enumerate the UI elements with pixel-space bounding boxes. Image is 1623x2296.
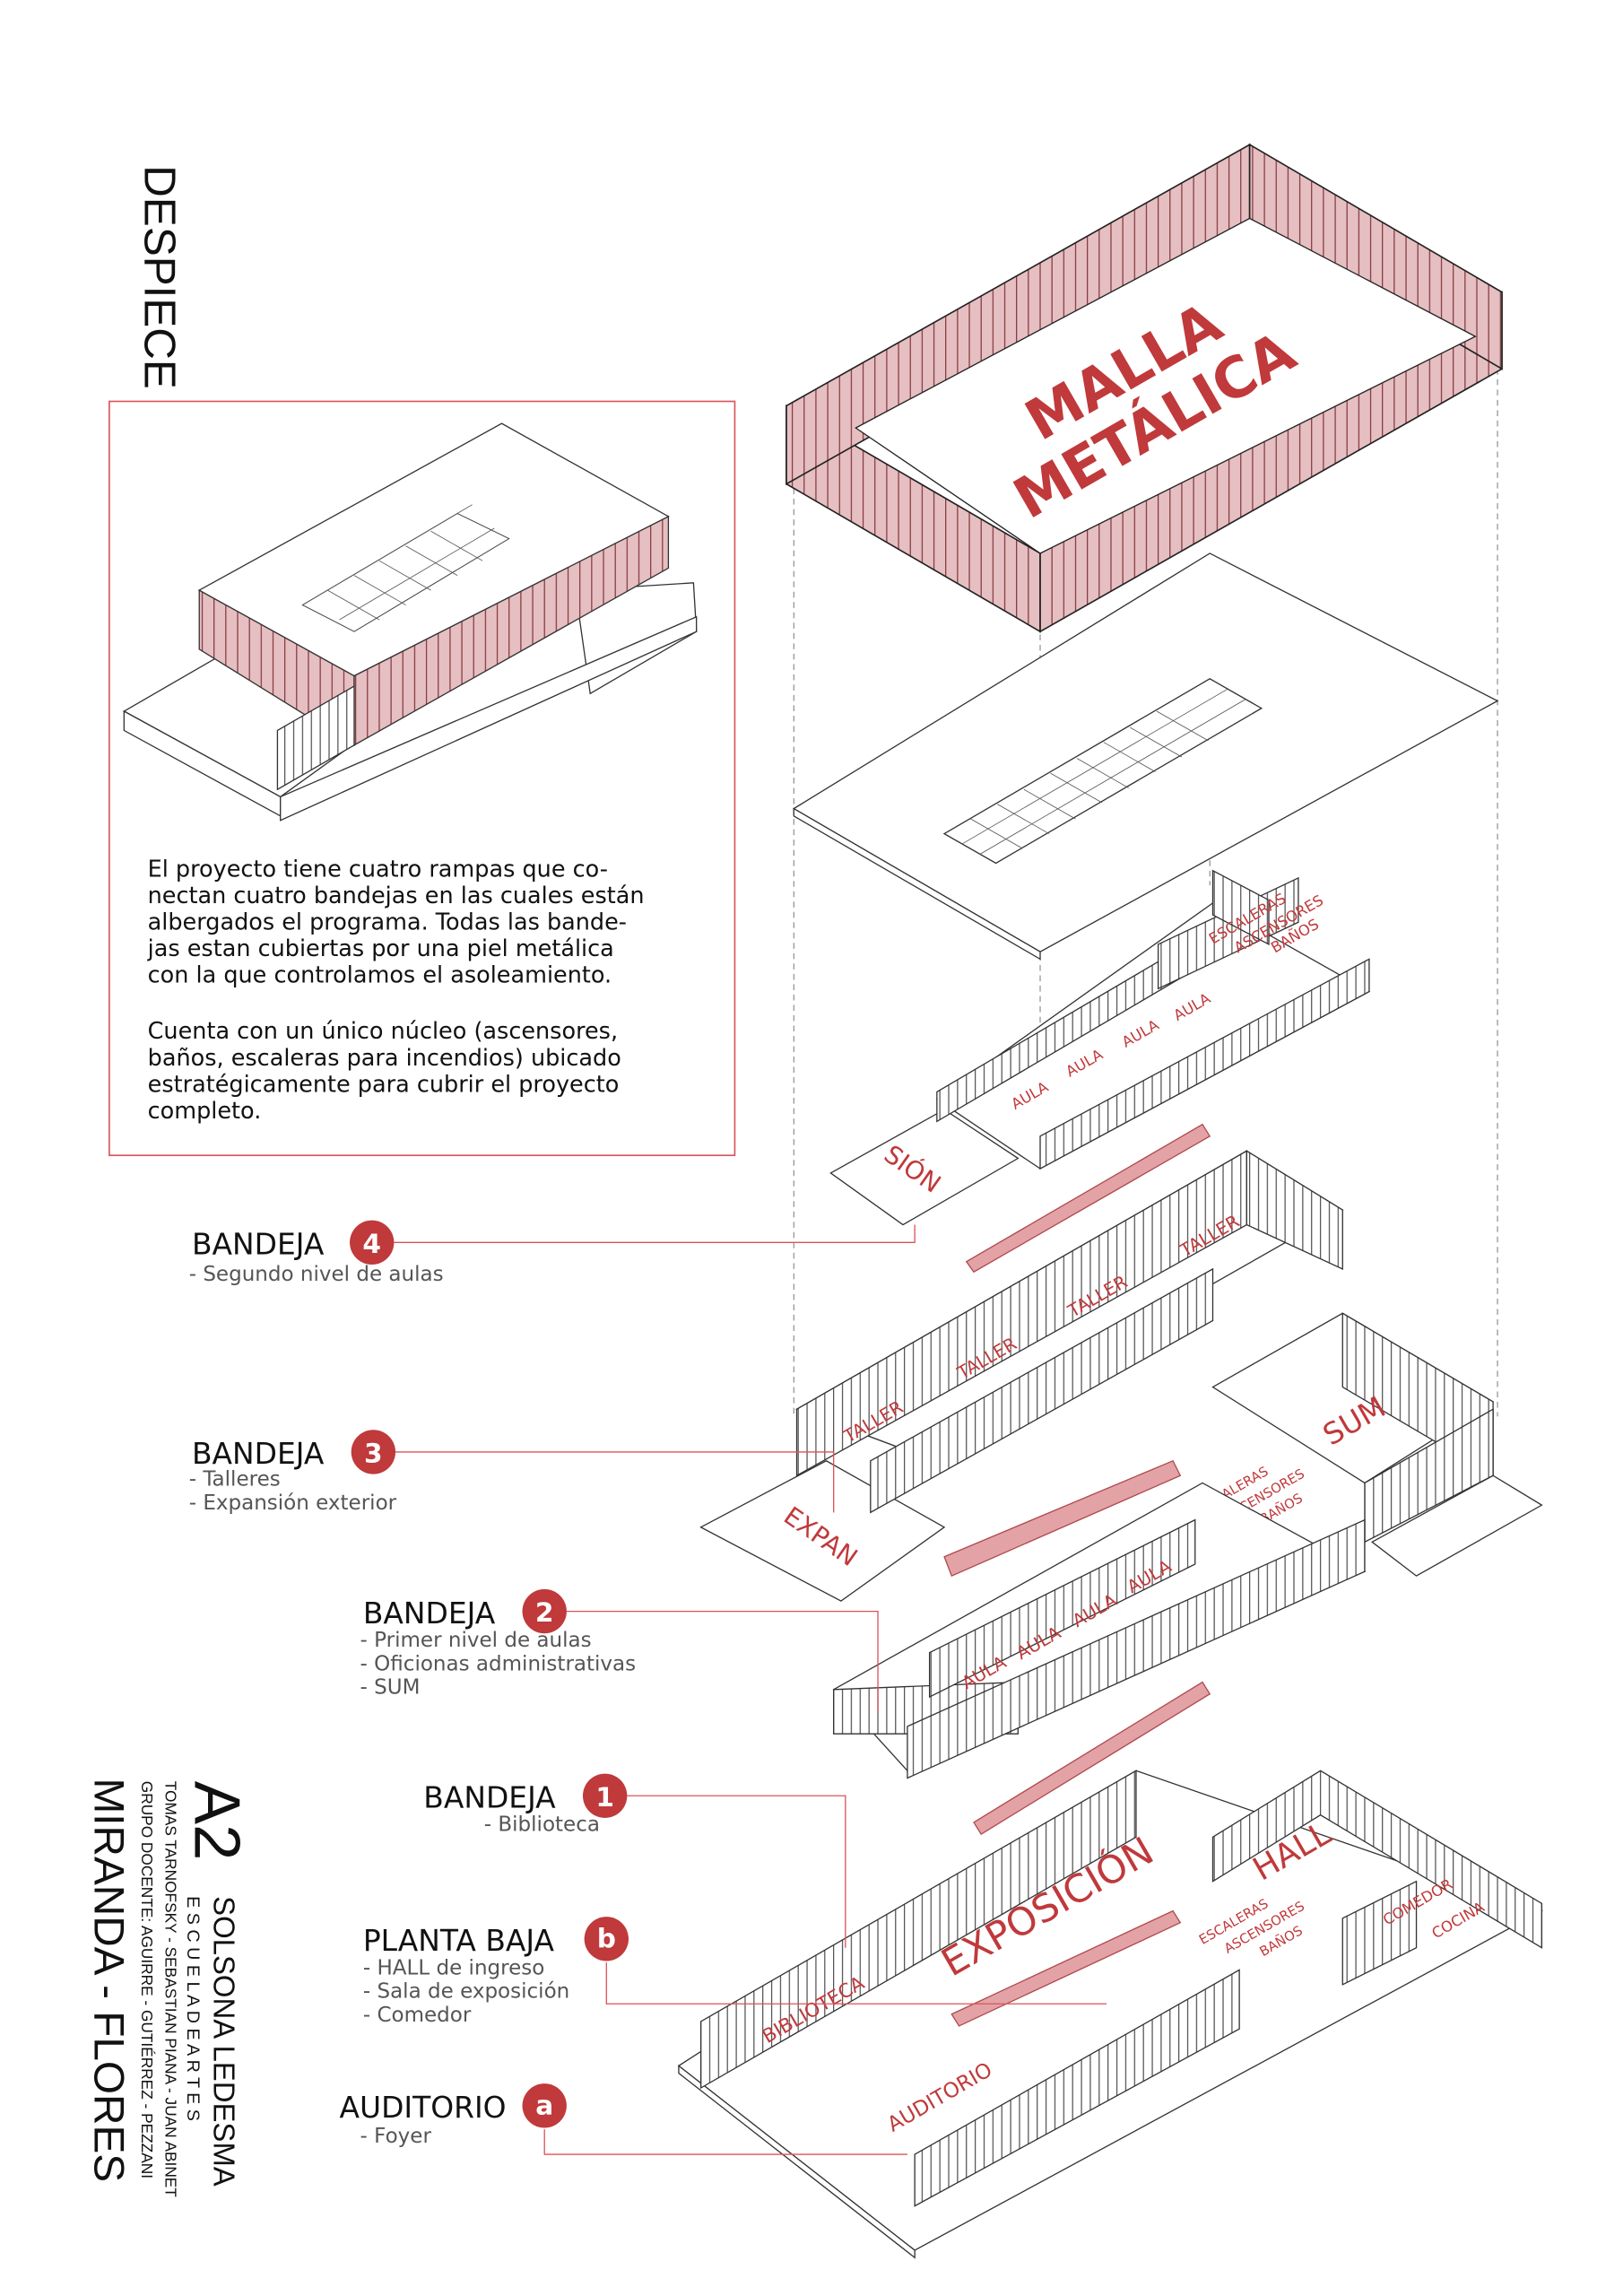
label-text: Cuenta con un único núcleo (ascensores, <box>148 1018 618 1045</box>
label-text: BANDEJA <box>192 1226 325 1261</box>
page-title: DESPIECE <box>135 165 184 389</box>
label-text: PLANTA BAJA <box>363 1923 555 1958</box>
label-text: - Primer nivel de aulas <box>360 1629 592 1652</box>
level-label-auditorio: AUDITORIO a - Foyer <box>340 2083 567 2148</box>
building-overview-drawing <box>122 422 698 822</box>
level-badge: 2 <box>535 1597 554 1628</box>
label-text: con la que controlamos el asoleamiento. <box>148 962 612 989</box>
bandeja-4-drawing: ESCALERAS ASCENSORES BAÑOS AULA AULA AUL… <box>829 869 1371 1274</box>
level-badge: a <box>535 2091 553 2121</box>
label-text: - SUM <box>360 1676 421 1700</box>
level-label-planta-baja: PLANTA BAJA b - HALL de ingreso - Sala d… <box>363 1917 629 2027</box>
level-label-bandeja-3: BANDEJA 3 - Talleres - Expansión exterio… <box>189 1430 397 1515</box>
faculty: GRUPO DOCENTE: AGUIRRE - GUTIÉRREZ - PEZ… <box>138 1781 156 2179</box>
level-label-bandeja-1: BANDEJA 1 - Biblioteca <box>423 1773 628 1837</box>
label-text: - HALL de ingreso <box>363 1956 545 1979</box>
bandeja-2-drawing: AULA AULA AULA AULA <box>832 1482 1367 1835</box>
planta-baja-drawing: BIBLIOTECA EXPOSICIÓN HALL AUDITORIO ESC… <box>677 1770 1544 2259</box>
level-badge: 4 <box>362 1229 381 1259</box>
label-text: AUDITORIO <box>340 2090 507 2125</box>
level-badge: 3 <box>364 1438 383 1468</box>
label-text: - Foyer <box>360 2125 432 2148</box>
chair-name: MIRANDA - FLORES <box>84 1779 132 2183</box>
roof-slab <box>792 552 1499 961</box>
label-text: albergados el programa. Todas las bande- <box>148 909 627 936</box>
credits-block: A2 SOLSONA LEDESMA E S C U E L A D E A R… <box>84 1779 253 2198</box>
label-text: - Comedor <box>363 2004 472 2027</box>
metal-mesh-layer: MALLA METÁLICA <box>785 143 1503 633</box>
label-text: completo. <box>148 1098 262 1125</box>
label-text: BANDEJA <box>192 1436 325 1471</box>
label-text: BANDEJA <box>363 1596 496 1631</box>
label-text: - Talleres <box>189 1468 281 1492</box>
description-box: El proyecto tiene cuatro rampas que co- … <box>108 400 736 1157</box>
bandeja-3-drawing: TALLER TALLER TALLER TALLER EXPAN SUM ES… <box>699 1150 1543 1602</box>
label-text: - Segundo nivel de aulas <box>189 1263 444 1286</box>
label-text: baños, escaleras para incendios) ubicado <box>148 1045 621 1072</box>
project-code: A2 <box>180 1781 253 1861</box>
label-text: - Expansión exterior <box>189 1492 397 1515</box>
label-text: El proyecto tiene cuatro rampas que co- <box>148 856 608 883</box>
level-label-bandeja-2: BANDEJA 2 - Primer nivel de aulas - Ofic… <box>360 1588 637 1700</box>
label-text: - Sala de exposición <box>363 1980 569 2004</box>
level-badge: 1 <box>595 1782 614 1813</box>
label-text: jas estan cubiertas por una piel metálic… <box>147 935 614 962</box>
label-text: BANDEJA <box>423 1779 556 1814</box>
level-badge: b <box>597 1924 616 1954</box>
label-text: nectan cuatro bandejas en las cuales est… <box>148 883 645 909</box>
description-text: El proyecto tiene cuatro rampas que co- … <box>147 856 645 1125</box>
label-text: - Oficionas administrativas <box>360 1652 637 1675</box>
level-label-bandeja-4: BANDEJA 4 - Segundo nivel de aulas <box>189 1220 444 1286</box>
school-name: SOLSONA LEDESMA <box>208 1896 241 2187</box>
school-type: E S C U E L A D E A R T E S <box>183 1896 203 2121</box>
label-text: - Biblioteca <box>484 1813 600 1837</box>
level-leaders <box>394 1224 1107 2155</box>
label-text: estratégicamente para cubrir el proyecto <box>148 1071 620 1098</box>
students: TOMAS TARNOFSKY - SEBASTIAN PIANA - JUAN… <box>161 1781 179 2197</box>
